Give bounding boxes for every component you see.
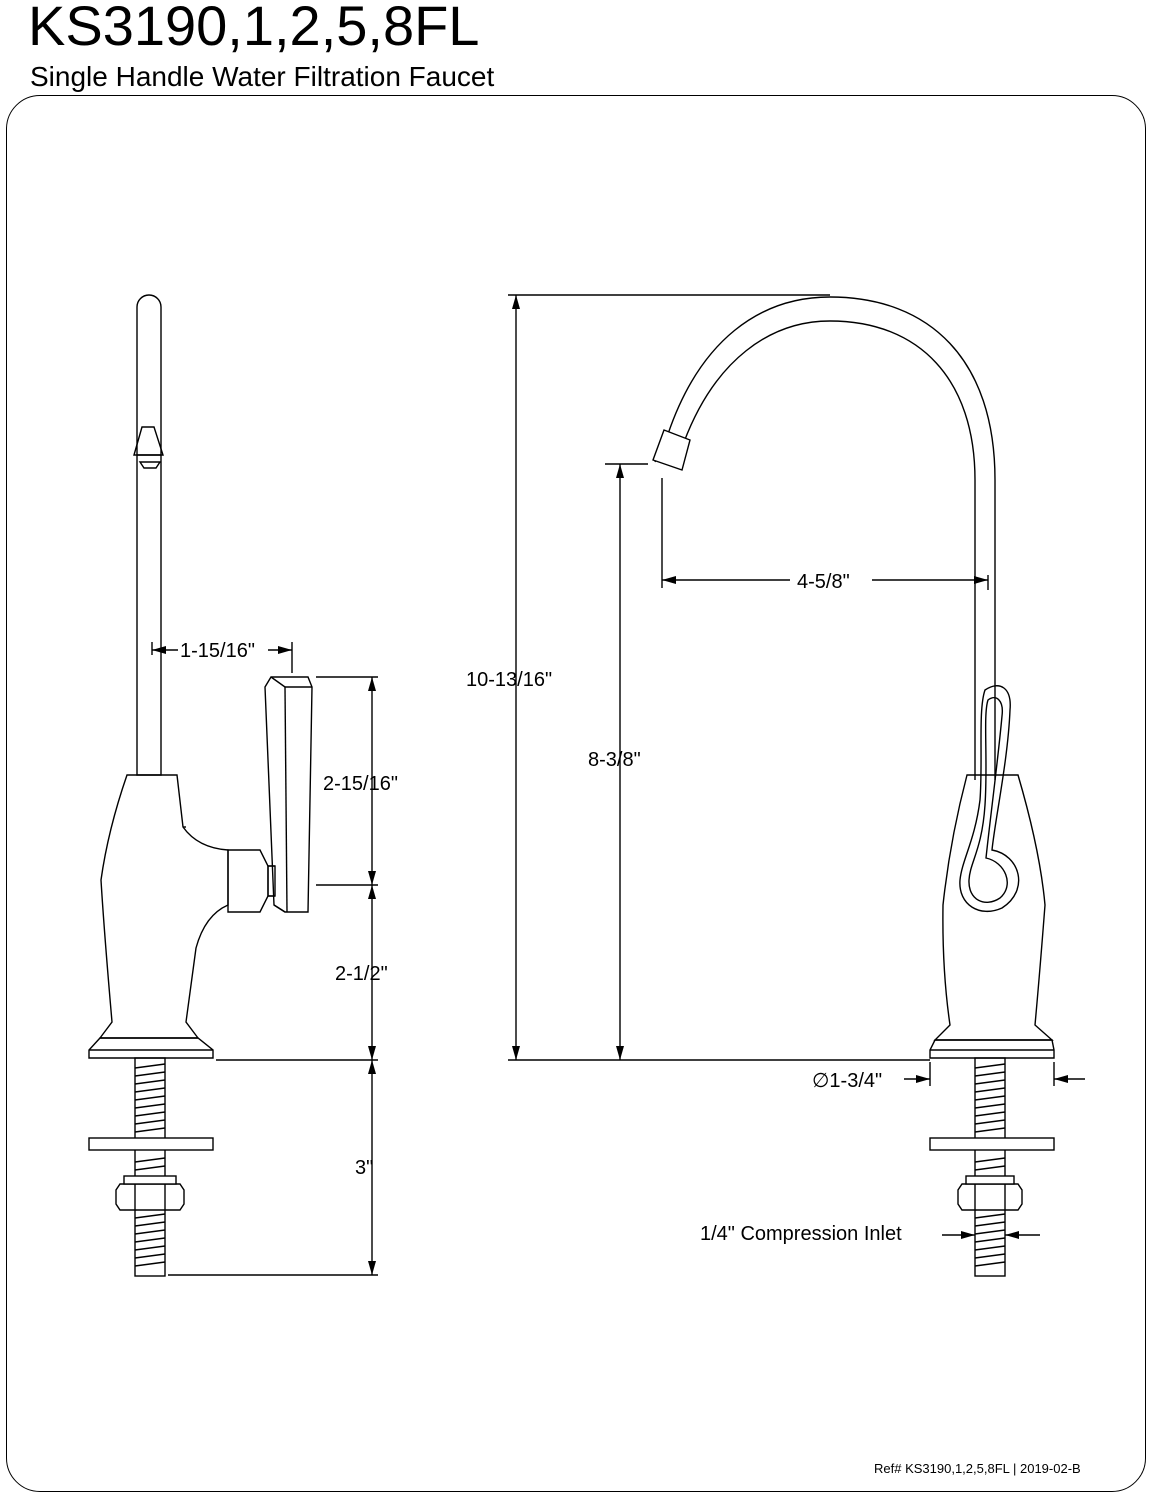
side-spout-riser (136, 294, 162, 776)
front-lever-handle (959, 685, 1020, 913)
model-number: KS3190,1,2,5,8FL (28, 0, 480, 57)
dim-handle-height: 2-15/16" (323, 773, 398, 795)
side-view-faucet (88, 294, 313, 1277)
dim-compression-inlet: 1/4" Compression Inlet (700, 1223, 902, 1245)
drawing-frame (6, 95, 1146, 1492)
side-valve-nut (227, 849, 269, 913)
dim-spout-height: 8-3/8" (588, 749, 641, 771)
front-mount-nut (957, 1183, 1023, 1211)
front-shank (974, 1057, 1006, 1277)
dim-spout-offset: 1-15/16" (180, 640, 255, 662)
reference-number: Ref# KS3190,1,2,5,8FL | 2019-02-B (874, 1461, 1081, 1476)
front-washer (929, 1137, 1055, 1151)
front-gooseneck-inner (683, 320, 976, 780)
dim-total-height: 10-13/16" (466, 669, 552, 691)
front-aerator (652, 429, 691, 471)
side-washer (88, 1137, 214, 1151)
front-view-dimensions (508, 294, 1085, 1236)
side-view-dimensions (151, 642, 378, 1276)
side-aerator (133, 426, 164, 456)
side-base-plate (88, 1037, 214, 1059)
side-body (98, 774, 229, 1039)
front-base-plate (929, 1039, 1055, 1059)
front-gooseneck-outer (654, 296, 996, 780)
side-shank (134, 1057, 166, 1277)
front-view-faucet (652, 296, 1055, 1277)
dim-base-diameter: ∅1-3/4" (812, 1070, 882, 1092)
dim-base-to-handle: 2-1/2" (335, 963, 388, 985)
side-handle (264, 676, 313, 913)
dim-spout-reach: 4-5/8" (797, 571, 850, 593)
side-mount-nut (115, 1183, 185, 1211)
front-body (933, 774, 1054, 1041)
product-description: Single Handle Water Filtration Faucet (30, 61, 495, 92)
dim-shank-length: 3" (355, 1157, 373, 1179)
